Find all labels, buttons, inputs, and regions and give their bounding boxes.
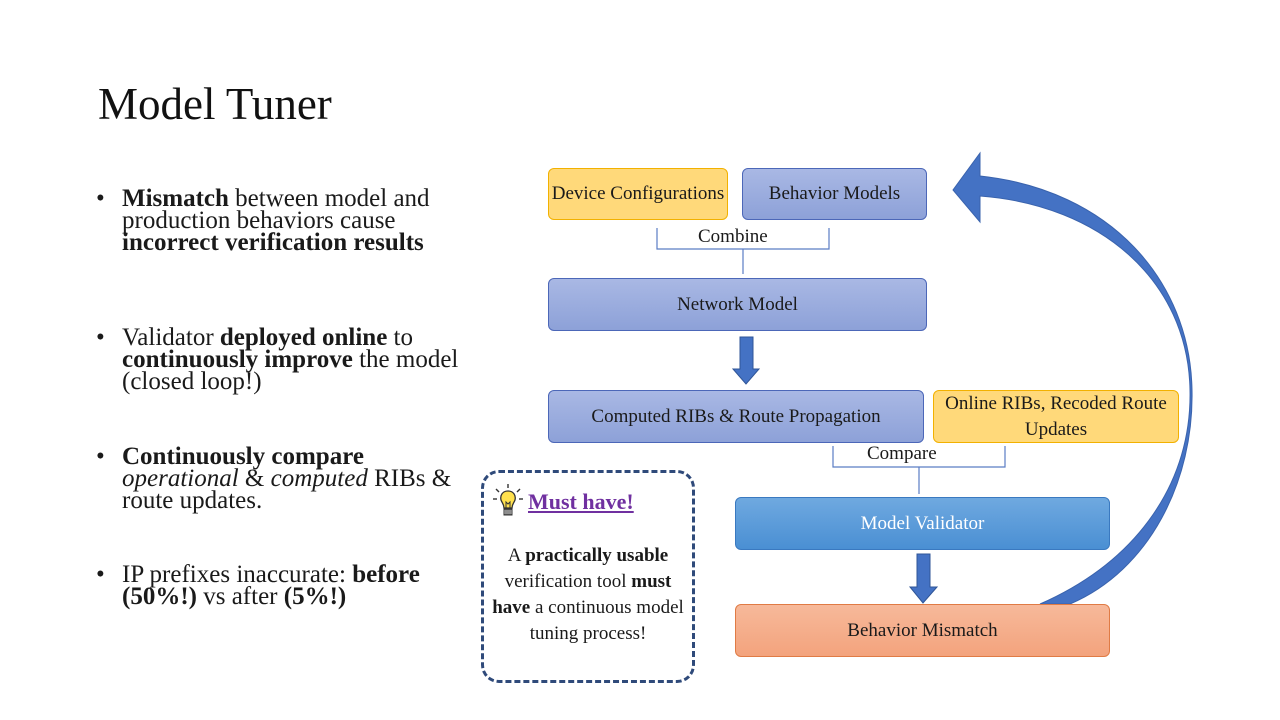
bullet-item: • Validator deployed online to continuou… bbox=[96, 324, 482, 395]
network-model-box: Network Model bbox=[548, 278, 927, 331]
bullet-text: between model and production behaviors c… bbox=[122, 185, 430, 234]
bullet-bold-text: before (50%!) bbox=[122, 561, 420, 610]
callout-text: A bbox=[507, 545, 526, 566]
slide-title: Model Tuner bbox=[98, 79, 332, 129]
down-arrow-validator-to-mismatch bbox=[908, 553, 939, 604]
bullet-dot: • bbox=[96, 561, 105, 588]
callout-bold-text: must have bbox=[492, 571, 672, 618]
bullet-text: RIBs & route updates. bbox=[122, 465, 452, 514]
model-validator-box: Model Validator bbox=[735, 497, 1110, 550]
bullet-text: Validator bbox=[122, 324, 220, 351]
computed-ribs-label: Computed RIBs & Route Propagation bbox=[591, 405, 881, 427]
combine-brace bbox=[656, 228, 830, 274]
bullet-item: • IP prefixes inaccurate: before (50%!) … bbox=[96, 561, 482, 610]
bullet-italic-text: operational bbox=[122, 465, 239, 492]
callout-text: verification tool bbox=[504, 571, 632, 592]
online-ribs-box: Online RIBs, Recoded Route Updates bbox=[933, 390, 1179, 443]
bullet-text: vs after bbox=[196, 583, 284, 610]
down-arrow-network-to-computed bbox=[731, 336, 761, 385]
device-configurations-box: Device Configurations bbox=[548, 168, 728, 220]
behavior-models-box: Behavior Models bbox=[742, 168, 927, 220]
bullet-text: IP prefixes inaccurate: bbox=[122, 561, 353, 588]
bullet-text: to bbox=[387, 324, 413, 351]
bullet-italic-text: computed bbox=[270, 465, 368, 492]
must-have-title: Must have! bbox=[528, 489, 634, 514]
compare-brace bbox=[832, 446, 1006, 494]
compare-label: Compare bbox=[867, 443, 937, 464]
bullet-dot: • bbox=[96, 185, 105, 212]
bullet-bold-text: Continuously compare bbox=[122, 443, 364, 470]
bullet-dot: • bbox=[96, 443, 105, 470]
model-validator-label: Model Validator bbox=[860, 512, 985, 534]
bullet-dot: • bbox=[96, 324, 105, 351]
must-have-text: A practically usable verification tool m… bbox=[492, 543, 684, 647]
bullet-bold-text: continuously improve bbox=[122, 346, 353, 373]
feedback-arrow bbox=[952, 151, 1193, 605]
device-configurations-label: Device Configurations bbox=[551, 183, 725, 204]
bullet-text: the model (closed loop!) bbox=[122, 346, 459, 395]
combine-label: Combine bbox=[698, 226, 768, 247]
bullet-text: & bbox=[238, 465, 271, 492]
callout-bold-text: practically usable bbox=[525, 545, 669, 566]
bullet-bold-text: incorrect verification results bbox=[122, 229, 424, 256]
behavior-mismatch-box: Behavior Mismatch bbox=[735, 604, 1110, 657]
online-ribs-label: Online RIBs, Recoded Route Updates bbox=[945, 392, 1167, 440]
must-have-callout: Must have! A practically usable verifica… bbox=[481, 470, 695, 683]
bullet-bold-text: (5%!) bbox=[283, 583, 347, 610]
network-model-label: Network Model bbox=[677, 293, 798, 315]
bullet-bold-text: Mismatch bbox=[122, 185, 229, 212]
computed-ribs-box: Computed RIBs & Route Propagation bbox=[548, 390, 924, 443]
lightbulb-icon bbox=[493, 484, 523, 516]
bullet-bold-text: deployed online bbox=[219, 324, 388, 351]
behavior-mismatch-label: Behavior Mismatch bbox=[847, 619, 998, 641]
callout-text: a continuous model tuning process! bbox=[529, 597, 684, 644]
behavior-models-label: Behavior Models bbox=[768, 183, 901, 204]
bullet-item: • Mismatch between model and production … bbox=[96, 185, 482, 256]
